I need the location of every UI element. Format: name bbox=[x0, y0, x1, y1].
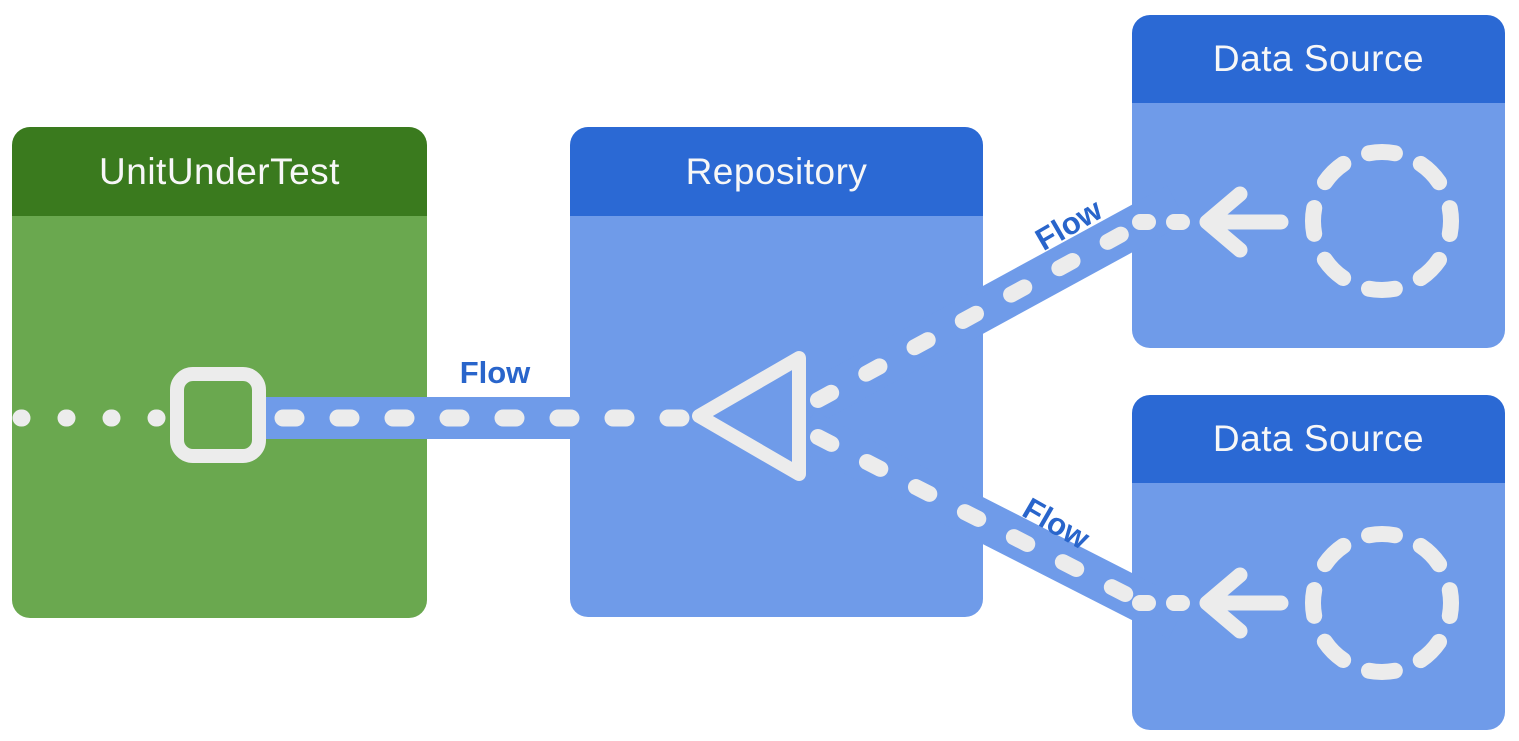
box-data-source-bottom: Data Source bbox=[1132, 395, 1505, 730]
box-unit-under-test: UnitUnderTest bbox=[12, 127, 427, 618]
box-body bbox=[1132, 483, 1505, 730]
flow-label-left: Flow bbox=[459, 355, 531, 390]
flow-label-top: Flow bbox=[1029, 191, 1109, 258]
flow-label-bottom: Flow bbox=[1016, 490, 1096, 557]
box-body bbox=[570, 216, 983, 617]
box-body bbox=[1132, 103, 1505, 348]
box-header: Data Source bbox=[1132, 15, 1505, 103]
box-header: Repository bbox=[570, 127, 983, 216]
box-body bbox=[12, 216, 427, 618]
box-title: Data Source bbox=[1212, 418, 1425, 459]
box-title: UnitUnderTest bbox=[99, 150, 340, 192]
box-title: Data Source bbox=[1212, 38, 1425, 79]
box-data-source-top: Data Source bbox=[1132, 15, 1505, 348]
box-header: Data Source bbox=[1132, 395, 1505, 483]
box-title: Repository bbox=[685, 150, 868, 192]
box-repository: Repository bbox=[570, 127, 983, 617]
box-header: UnitUnderTest bbox=[12, 127, 427, 216]
